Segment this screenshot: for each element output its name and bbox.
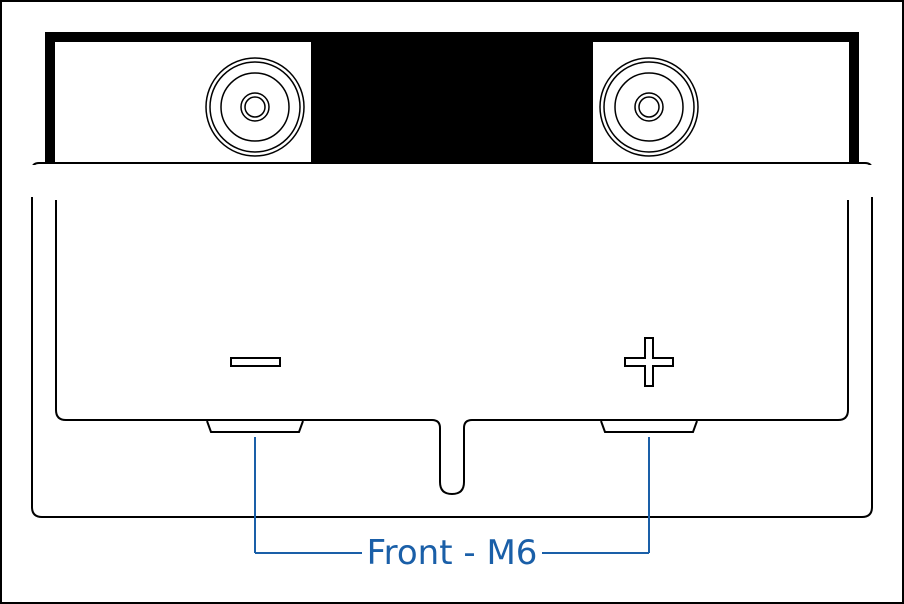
annotation-label: Front - M6 [367,533,538,573]
negative-terminal-bolt-icon [205,57,305,157]
minus-icon [230,357,281,367]
inner-panel [55,200,849,496]
positive-terminal-tab [600,420,698,433]
negative-terminal-tab [206,420,304,433]
plus-icon [624,337,674,387]
lid-lip [30,165,874,197]
annotation-bracket [254,437,650,554]
battery-body-outline [31,162,873,518]
positive-terminal-bolt-icon [599,57,699,157]
right-terminal-window [593,42,849,164]
left-terminal-window [55,42,311,164]
